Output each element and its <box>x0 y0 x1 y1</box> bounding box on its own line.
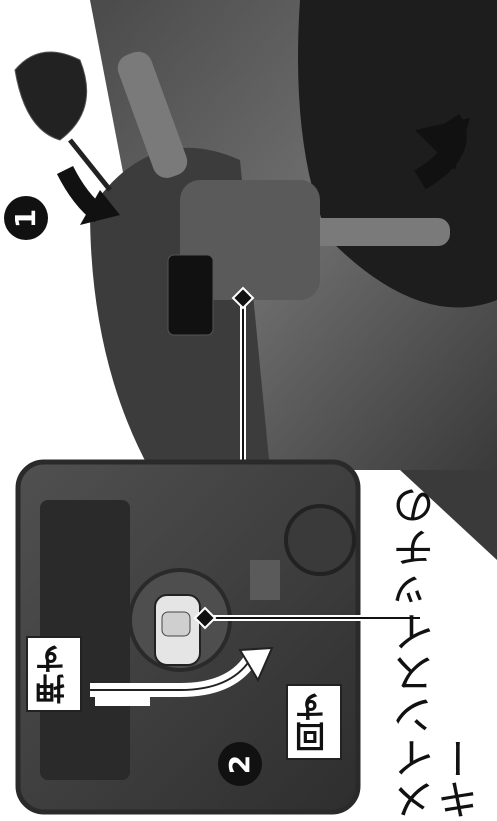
push-label: 押す <box>26 636 82 712</box>
main-switch-key-label: メインスイッチのキー <box>395 470 483 821</box>
step-2-badge: 2 <box>218 742 262 786</box>
step-2-number: 2 <box>223 754 256 773</box>
fuel-cap <box>286 506 354 574</box>
step-1-number: 1 <box>9 208 42 227</box>
turn-label: 回す <box>286 684 342 760</box>
step-1-badge: 1 <box>4 196 48 240</box>
handlebar-right <box>300 218 450 246</box>
instrument-display <box>168 255 213 335</box>
